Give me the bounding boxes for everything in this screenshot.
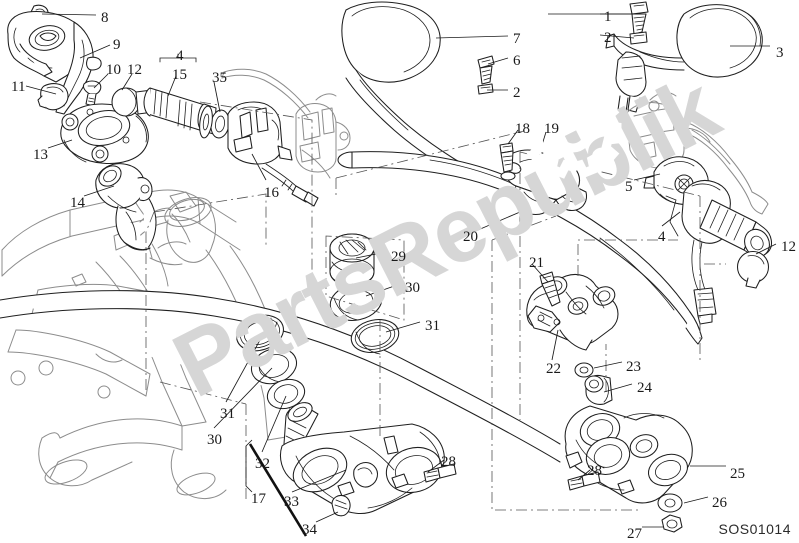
callout-number-15: 15 — [172, 67, 187, 83]
part-30-ring-upper — [329, 283, 383, 321]
callout-number-26: 26 — [712, 495, 727, 511]
callout-number-18: 18 — [515, 121, 530, 137]
callout-number-3: 3 — [776, 45, 784, 61]
callout-number-6: 6 — [513, 53, 521, 69]
callout-number-11: 11 — [11, 79, 26, 95]
part-6-bolt — [477, 55, 495, 85]
callout-number-4: 4 — [176, 48, 184, 64]
callout-number-28: 28 — [441, 454, 456, 470]
callout-number-32: 32 — [255, 456, 270, 472]
callout-number-27: 27 — [627, 526, 642, 542]
part-14-ignition-lock — [95, 163, 157, 251]
part-12-right-bar-end — [736, 250, 770, 289]
drawing-code: SOS01014 — [718, 521, 791, 537]
part-24-spacer — [584, 375, 613, 405]
left-master-cylinder-assembly — [221, 68, 351, 179]
callout-number-34: 34 — [302, 522, 317, 538]
callout-number-25: 25 — [730, 466, 745, 482]
callout-number-35: 35 — [212, 70, 227, 86]
part-29-steering-nut — [329, 233, 375, 287]
callout-number-2: 2 — [604, 30, 612, 46]
part-2-washer-left — [477, 83, 494, 95]
callout-leader-lines — [25, 13, 777, 537]
part-23-washer — [574, 362, 594, 378]
callout-number-31: 31 — [425, 318, 440, 334]
callout-number-28: 28 — [587, 463, 602, 479]
callout-number-23: 23 — [626, 359, 641, 375]
part-21-bolt — [539, 271, 561, 307]
callout-number-5: 5 — [625, 179, 633, 195]
part-4-bracket-left — [159, 53, 197, 63]
part-28-bolt-right — [567, 471, 601, 491]
callout-number-19: 19 — [544, 121, 559, 137]
callout-number-8: 8 — [101, 10, 109, 26]
callout-number-20: 20 — [463, 229, 478, 245]
callout-number-7: 7 — [513, 31, 521, 47]
part-16-left-switch-block — [227, 101, 319, 207]
callout-number-16: 16 — [264, 185, 279, 201]
right-master-cylinder-assembly — [625, 92, 769, 215]
part-3-right-mirror — [605, 4, 763, 113]
part-32-ring — [266, 378, 306, 410]
callout-number-24: 24 — [637, 380, 652, 396]
callout-number-9: 9 — [113, 37, 121, 53]
part-11-cap — [37, 83, 69, 111]
callout-number-12: 12 — [127, 62, 142, 78]
part-31-bearing-upper — [350, 319, 400, 355]
callout-number-2: 2 — [513, 85, 521, 101]
part-27-nut — [661, 514, 683, 533]
callout-number-13: 13 — [33, 147, 48, 163]
part-30-ring-lower — [250, 347, 298, 385]
callout-number-29: 29 — [391, 249, 406, 265]
right-throttle-grip — [681, 179, 773, 325]
part-13-clamp — [60, 103, 149, 165]
part-4-spring-clip-right — [665, 195, 679, 237]
part-35-washer — [199, 105, 230, 139]
part-10-bolt — [82, 80, 102, 107]
callout-number-30: 30 — [405, 280, 420, 296]
callout-number-14: 14 — [70, 195, 85, 211]
callout-number-12: 12 — [781, 239, 796, 255]
part-34-plug — [331, 494, 351, 517]
callout-number-33: 33 — [284, 494, 299, 510]
callout-number-10: 10 — [106, 62, 121, 78]
part-31-bearing-lower — [236, 314, 284, 352]
part-26-washer — [657, 493, 683, 513]
callout-number-21: 21 — [529, 255, 544, 271]
part-2-washer-right — [629, 31, 648, 45]
part-1-bolt — [629, 1, 649, 35]
callout-number-22: 22 — [546, 361, 561, 377]
callout-number-30: 30 — [207, 432, 222, 448]
part-28-bolt-left — [423, 463, 457, 483]
callout-number-31: 31 — [220, 406, 235, 422]
callout-number-17: 17 — [251, 491, 266, 507]
part-18-bolt — [499, 142, 516, 181]
callout-number-4: 4 — [658, 229, 666, 245]
callout-number-1: 1 — [604, 9, 612, 25]
